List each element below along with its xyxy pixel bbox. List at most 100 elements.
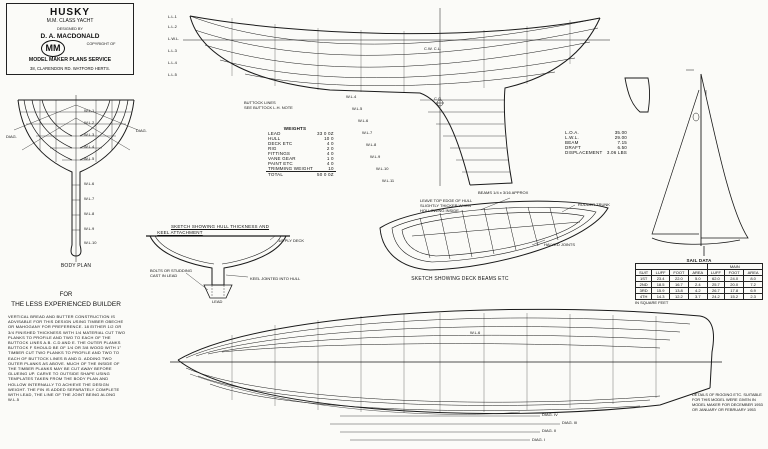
dimension-row: L.O.A. 35.00	[563, 130, 629, 135]
profile-cg: C.G.	[434, 96, 443, 101]
deck-beams-sketch	[379, 197, 609, 271]
dimension-value: 35.00	[614, 130, 627, 135]
weight-value: 10 0	[324, 136, 334, 141]
sail-cell: 3.7	[687, 293, 708, 300]
sail-cell: 14.3	[651, 293, 670, 300]
body-plan-wl-10: W.L.10	[84, 240, 97, 245]
builder-notes-text: VERTICAL BREAD AND BUTTER CONSTRUCTION I…	[8, 314, 126, 403]
yacht-class: M.M. CLASS YACHT	[46, 18, 94, 24]
weight-value: 1 0	[326, 156, 334, 161]
dimension-label: L.W.L.	[565, 135, 579, 140]
leave-note-2: SLIGHTLY THICKER WHEN	[420, 203, 471, 208]
keel-joint-label: KEEL JOINTED INTO HULL	[250, 276, 301, 281]
body-plan-wl-2: W.L.2	[84, 120, 95, 125]
diag-1-label: DIAG. I	[532, 437, 546, 442]
weight-item: LEAD	[268, 131, 281, 136]
weight-item: FITTINGS	[268, 151, 291, 156]
weights-row: VANE GEAR 1 0	[266, 156, 336, 161]
body-plan-diag-left: DIAG.	[6, 134, 17, 139]
weight-item: HULL	[268, 136, 281, 141]
weights-row: TRIMMING WEIGHT 10	[266, 166, 336, 172]
half-breadth-wl: W.L.6	[470, 330, 481, 335]
profile-wl-5: W.L.5	[352, 106, 363, 111]
title-block: HUSKY M.M. CLASS YACHT DESIGNED BY D. A.…	[6, 3, 134, 75]
halved-joints-label: HALVED JOINTS	[544, 242, 576, 247]
body-plan-wl-7: W.L.7	[84, 196, 95, 201]
publisher-name: MODEL MAKER PLANS SERVICE	[28, 57, 112, 63]
profile-ll-3: L.L.3	[168, 48, 177, 53]
copyright-label: COPYRIGHT OF	[86, 42, 116, 46]
body-plan-wl-3: W.L.3	[84, 132, 95, 137]
sail-data-footnote: IN SQUARE FEET	[635, 300, 669, 305]
weight-item: DECK ETC	[268, 141, 293, 146]
hull-sketch-title-2: KEEL ATTACHMENT	[157, 230, 203, 235]
dimension-row: L.W.L. 29.00	[563, 135, 629, 140]
bolts-label-2: CAST IN LEAD	[150, 273, 178, 278]
profile-ll-2: L.L.2	[168, 24, 177, 29]
buttock-note-1: BUTTOCK LINES	[244, 100, 276, 105]
buttock-note-2: SEE BUTTOCK L.H. NOTE	[244, 105, 293, 110]
profile-drawing	[183, 8, 650, 186]
dimension-value: 3.06 LBS	[606, 150, 627, 155]
half-breadth-drawing	[170, 308, 722, 441]
bolts-label-1: BOLTS OR STUDDING	[150, 268, 192, 273]
body-plan-wl-4: W.L.4	[84, 144, 95, 149]
profile-wl-4: W.L.4	[346, 94, 357, 99]
designed-by-label: DESIGNED BY	[57, 27, 83, 31]
weights-table: WEIGHTS LEAD 33 0 0Z HULL 10 0 DECK ETC 4 0…	[266, 126, 336, 177]
deck-sketch-title: SKETCH SHOWING DECK BEAMS ETC	[411, 276, 509, 282]
body-plan-title: BODY PLAN	[60, 263, 92, 269]
weight-value: 10	[328, 166, 334, 171]
sail-cell: 15.2	[724, 293, 745, 300]
dimension-label: BEAM	[565, 140, 579, 145]
lead-label: LEAD	[212, 299, 223, 304]
dimension-label: DRAFT	[565, 145, 581, 150]
sail-cell: 12.2	[668, 293, 689, 300]
profile-wl-9: W.L.9	[370, 154, 381, 159]
body-plan-wl-5: W.L.5	[84, 156, 95, 161]
weight-value: 4 0	[326, 161, 334, 166]
publisher-address: 38, CLARENDON RD. WATFORD HERTS.	[30, 66, 110, 71]
sail-cell: 2.3	[743, 293, 763, 300]
body-plan-wl-6: W.L.6	[84, 181, 95, 186]
weights-row: TOTAL 50 0 0Z	[266, 171, 336, 178]
hull-sketch-title-1: SKETCH SHOWING HULL THICKNESS AND	[170, 224, 270, 229]
ply-deck-label: 1/8 PLY DECK	[278, 238, 305, 243]
weights-row: HULL 10 0	[266, 136, 336, 141]
leave-note-3: HOLLOWING INSIDE	[420, 208, 459, 213]
builder-notes-heading: FOR	[59, 292, 73, 298]
sail-data-table: SAIL DATA MAIN SUIT LUFF FOOT AREA LUFF …	[634, 258, 765, 305]
mm-logo: MM	[41, 40, 65, 57]
weights-row: DECK ETC 4 0	[266, 141, 336, 146]
weight-item: VANE GEAR	[268, 156, 296, 161]
profile-ll-5: L.L.5	[168, 72, 177, 77]
weight-value: 50 0 0Z	[317, 172, 334, 177]
rudder-trunk-label: RUDDER TRUNK	[578, 202, 610, 207]
sail-plan-drawing	[651, 69, 749, 256]
sail-data-title: SAIL DATA	[686, 258, 712, 263]
weight-value: 33 0 0Z	[317, 131, 334, 136]
weight-value: 2 0	[326, 146, 334, 151]
dimension-value: 29.00	[614, 135, 627, 140]
weight-value: 4 0	[326, 141, 334, 146]
dimension-label: L.O.A.	[565, 130, 579, 135]
profile-cw-cl: C.W. C.L.	[424, 46, 442, 51]
weights-title: WEIGHTS	[283, 126, 307, 131]
rigging-note: DETAILS OF RIGGING ETC. SUITABLE FOR THI…	[692, 392, 763, 412]
body-plan-drawing	[13, 95, 139, 262]
designer-name: D. A. MACDONALD	[40, 33, 100, 40]
weight-item: RIG	[268, 146, 277, 151]
builder-notes-subheading: THE LESS EXPERIENCED BUILDER	[11, 301, 121, 308]
weight-item: TOTAL	[268, 172, 284, 177]
table-row: 4TH 14.3 12.2 3.7 24.2 15.2 2.3	[634, 293, 763, 300]
yacht-name: HUSKY	[49, 7, 90, 18]
beams-label: BEAMS 1/4 x 3/16 APPROX	[478, 190, 529, 195]
leave-note-1: LEAVE TOP EDGE OF HULL	[420, 198, 473, 203]
weight-item: TRIMMING WEIGHT	[268, 166, 313, 171]
